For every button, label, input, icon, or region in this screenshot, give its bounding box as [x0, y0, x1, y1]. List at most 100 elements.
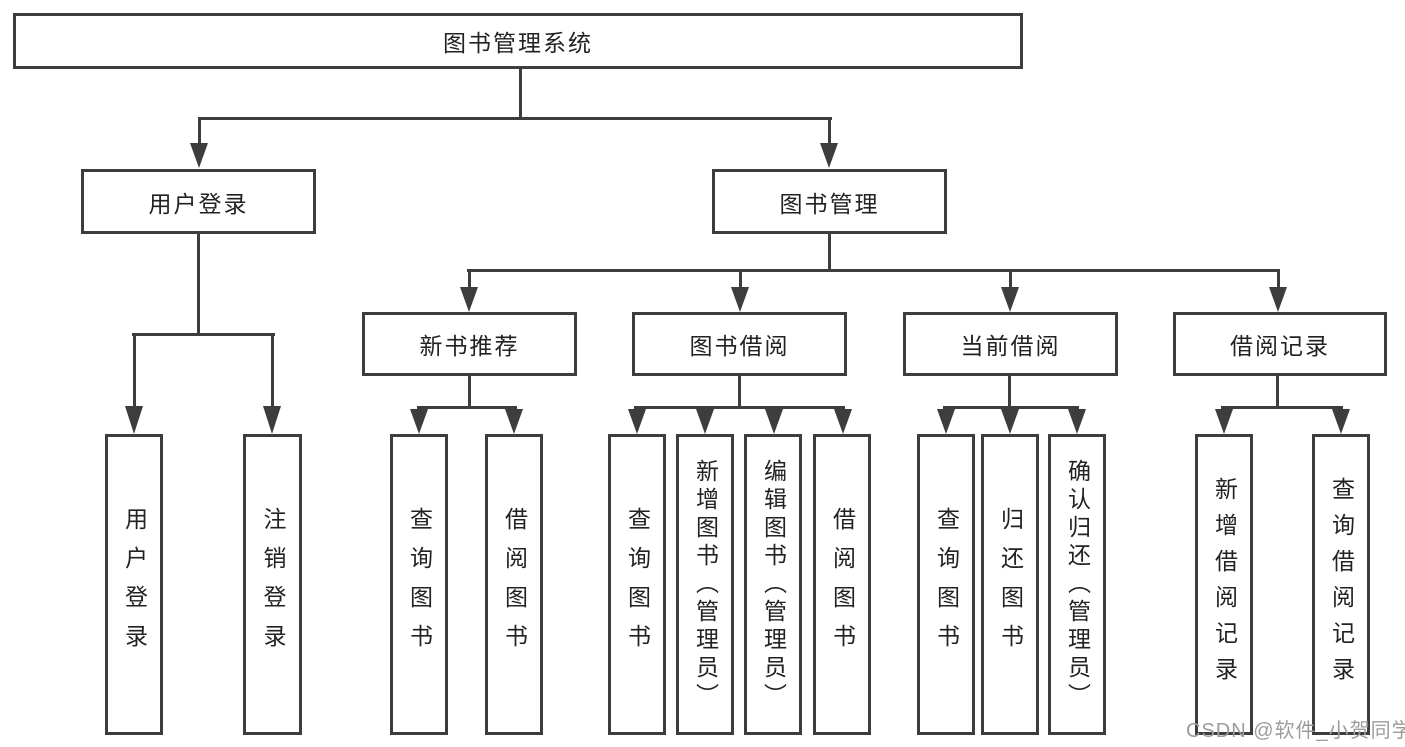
arrow-down-icon: [820, 120, 838, 168]
leaf-label: 确认归还（管理员）: [1064, 458, 1091, 711]
node-book-borrowing: 图书借阅: [632, 312, 847, 376]
connector-book-mgmt-branch: [467, 269, 1280, 272]
node-label: 当前借阅: [960, 333, 1061, 359]
leaf-label: 编辑图书（管理员）: [760, 458, 787, 711]
node-user-login: 用户登录: [81, 169, 316, 234]
arrowhead: [1001, 287, 1019, 312]
arrowhead: [731, 287, 749, 312]
connector-new-books-trunk: [468, 376, 471, 409]
arrowhead: [1001, 409, 1019, 434]
arrow-stem: [738, 272, 742, 287]
arrow-down-icon: [937, 409, 955, 434]
leaf-borrow-books-borrowing: 借阅图书: [813, 434, 871, 735]
node-root-library-system: 图书管理系统: [13, 13, 1023, 69]
arrowhead: [1068, 409, 1086, 434]
leaf-add-borrow-record: 新增借阅记录: [1195, 434, 1253, 735]
node-borrowing-records: 借阅记录: [1173, 312, 1387, 376]
connector-root-trunk: [519, 67, 522, 120]
arrow-down-icon: [628, 409, 646, 434]
connector-book-borrow-branch: [634, 406, 845, 409]
arrow-down-icon: [1068, 409, 1086, 434]
arrowhead: [1332, 409, 1350, 434]
arrow-stem: [270, 336, 274, 406]
arrow-down-icon: [263, 336, 281, 434]
arrow-down-icon: [1001, 272, 1019, 312]
arrow-stem: [827, 120, 831, 143]
leaf-label: 新增借阅记录: [1211, 476, 1238, 693]
node-label: 图书管理: [779, 190, 880, 217]
leaf-label: 借阅图书: [501, 506, 528, 663]
connector-borrow-records-trunk: [1276, 376, 1279, 409]
arrowhead: [125, 406, 143, 434]
node-book-management: 图书管理: [712, 169, 947, 234]
arrow-down-icon: [1332, 409, 1350, 434]
arrow-stem: [132, 336, 136, 406]
connector-root-branch: [198, 117, 832, 120]
arrow-down-icon: [731, 272, 749, 312]
leaf-user-login: 用户登录: [105, 434, 163, 735]
arrowhead: [263, 406, 281, 434]
leaf-label: 注销登录: [260, 506, 286, 663]
leaf-confirm-return-admin: 确认归还（管理员）: [1048, 434, 1106, 735]
node-label: 图书管理系统: [443, 30, 593, 56]
connector-borrow-records-branch: [1221, 406, 1343, 409]
leaf-edit-books-admin: 编辑图书（管理员）: [744, 434, 802, 735]
arrow-down-icon: [505, 409, 523, 434]
leaf-query-borrow-record: 查询借阅记录: [1312, 434, 1370, 735]
arrowhead: [628, 409, 646, 434]
leaf-query-books-recommend: 查询图书: [390, 434, 448, 735]
arrowhead: [765, 409, 783, 434]
arrow-down-icon: [1215, 409, 1233, 434]
connector-current-borrow-branch: [943, 406, 1079, 409]
leaf-label: 查询借阅记录: [1328, 476, 1355, 693]
leaf-add-books-admin: 新增图书（管理员）: [676, 434, 734, 735]
arrowhead: [834, 409, 852, 434]
arrow-down-icon: [460, 272, 478, 312]
arrow-down-icon: [1001, 409, 1019, 434]
leaf-label: 新增图书（管理员）: [692, 458, 719, 711]
arrow-down-icon: [765, 409, 783, 434]
leaf-label: 用户登录: [121, 506, 148, 663]
connector-book-mgmt-trunk: [828, 233, 831, 272]
arrow-stem: [1276, 272, 1280, 287]
arrowhead: [696, 409, 714, 434]
arrow-down-icon: [190, 120, 208, 168]
leaf-label: 借阅图书: [829, 506, 856, 663]
leaf-label: 查询图书: [624, 506, 651, 663]
node-label: 图书借阅: [689, 333, 790, 359]
connector-new-books-branch: [417, 406, 517, 409]
leaf-query-books-current: 查询图书: [917, 434, 975, 735]
leaf-query-books-borrowing: 查询图书: [608, 434, 666, 735]
leaf-label: 查询图书: [406, 506, 433, 663]
leaf-label: 查询图书: [933, 506, 960, 663]
node-new-book-recommendation: 新书推荐: [362, 312, 577, 376]
csdn-watermark: CSDN @软件_小贺同学: [1186, 720, 1405, 742]
leaf-return-books: 归还图书: [981, 434, 1039, 735]
arrow-down-icon: [410, 409, 428, 434]
arrowhead: [410, 409, 428, 434]
arrow-stem: [1008, 272, 1012, 287]
arrow-down-icon: [696, 409, 714, 434]
arrow-stem: [197, 120, 201, 143]
arrow-down-icon: [1269, 272, 1287, 312]
arrowhead: [820, 143, 838, 168]
node-label: 借阅记录: [1230, 333, 1330, 359]
arrow-down-icon: [834, 409, 852, 434]
connector-user-login-branch: [132, 333, 275, 336]
node-label: 用户登录: [148, 190, 249, 217]
arrowhead: [190, 143, 208, 168]
arrow-stem: [467, 272, 471, 287]
leaf-label: 归还图书: [997, 506, 1024, 663]
arrowhead: [460, 287, 478, 312]
node-current-borrowing: 当前借阅: [903, 312, 1118, 376]
leaf-borrow-books-recommend: 借阅图书: [485, 434, 543, 735]
connector-current-borrow-trunk: [1008, 376, 1011, 409]
arrowhead: [505, 409, 523, 434]
node-label: 新书推荐: [419, 333, 520, 359]
arrowhead: [1215, 409, 1233, 434]
leaf-logout: 注销登录: [243, 434, 302, 735]
arrowhead: [937, 409, 955, 434]
arrow-down-icon: [125, 336, 143, 434]
connector-user-login-trunk: [197, 233, 200, 336]
